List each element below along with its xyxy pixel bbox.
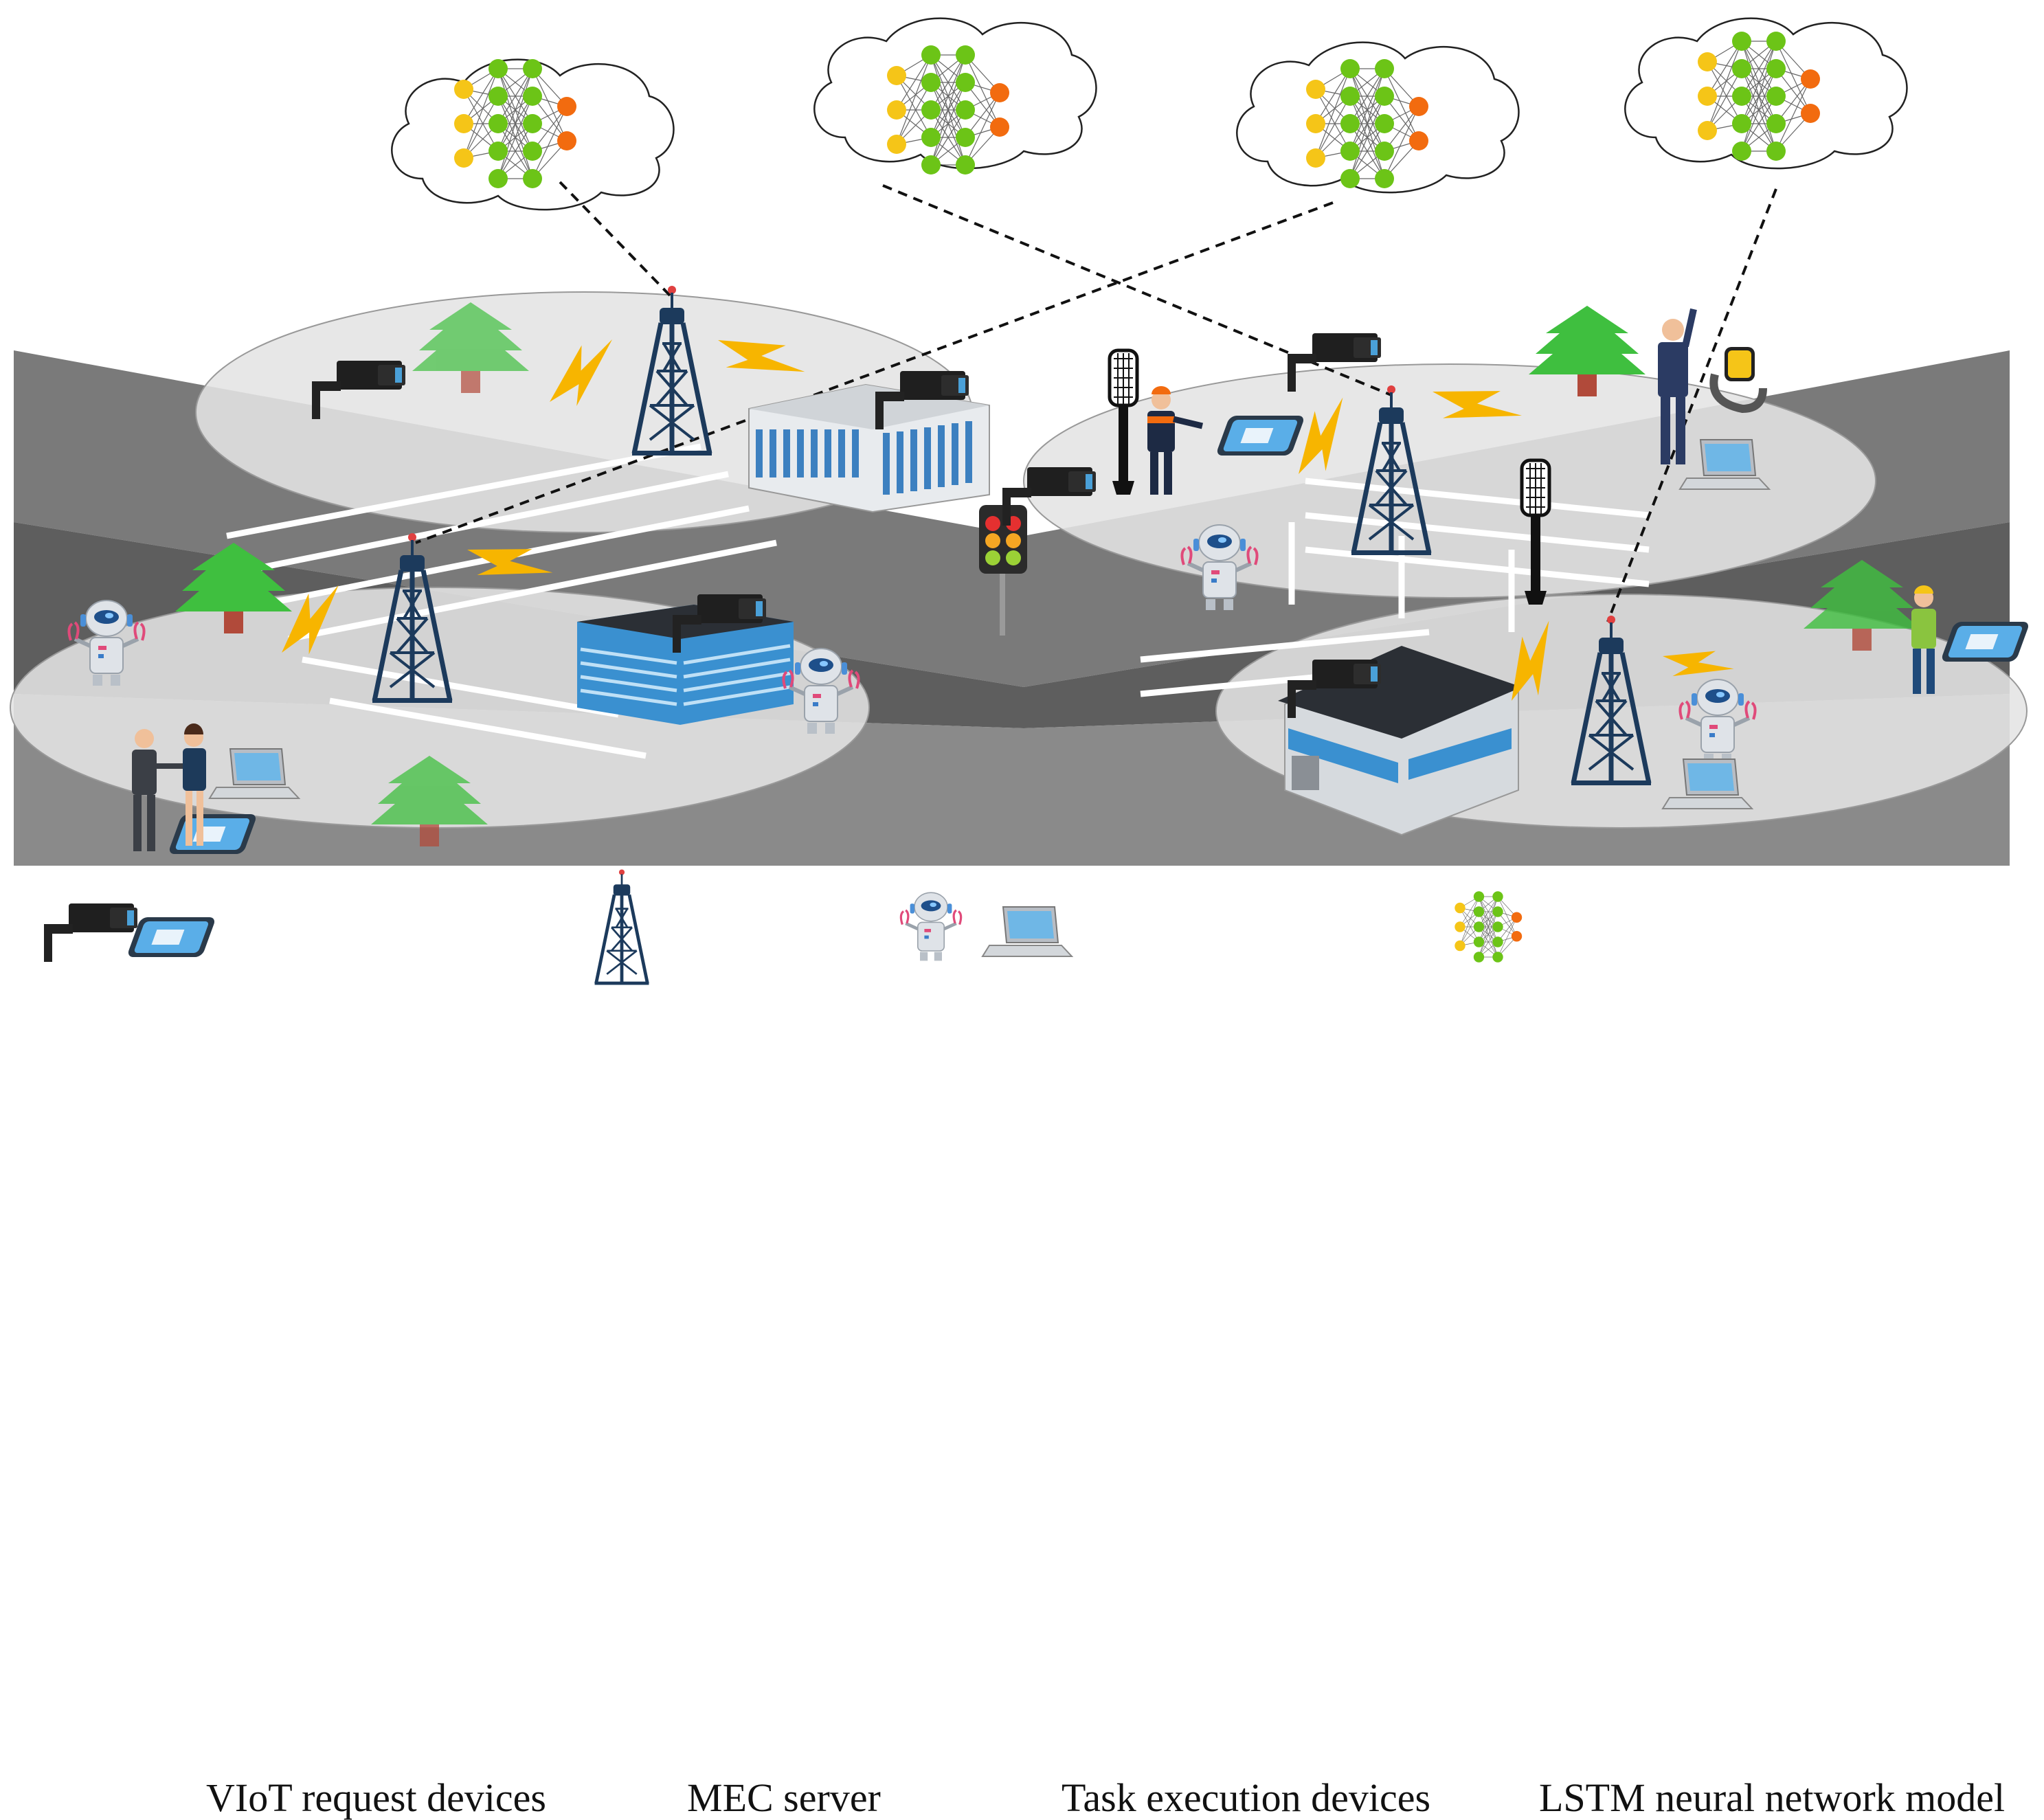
tablet-icon [167,814,258,854]
legend-mec-label: MEC server [687,1775,881,1820]
lstm-cloud-2 [813,17,1097,175]
legend-viot-label: VIoT request devices [206,1775,546,1820]
smartwatch-icon [1709,347,1767,414]
legend-task-label: Task execution devices [1062,1775,1431,1820]
office-building-2 [577,605,794,725]
engineer-person [1911,585,1936,694]
legend: VIoT request devices MEC server Task exe… [0,873,2044,1818]
legend-lstm-label: LSTM neural network model [1539,1775,2006,1820]
warehouse-building [1278,646,1522,836]
businessman-person [1658,308,1697,464]
tablet-icon [1940,622,2030,662]
tablet-icon [1215,416,1305,456]
traffic-light [979,505,1027,636]
business-people [132,723,206,851]
lstm-cloud-1 [391,58,675,211]
model-links [415,181,1777,622]
parking-lines [226,443,1650,759]
viot-mec-scene [10,17,2030,990]
lstm-cloud-3 [1236,41,1520,194]
office-building-1 [748,383,990,513]
worker-person [1147,386,1204,495]
lstm-cloud-4 [1624,17,1908,170]
people [132,308,1936,851]
